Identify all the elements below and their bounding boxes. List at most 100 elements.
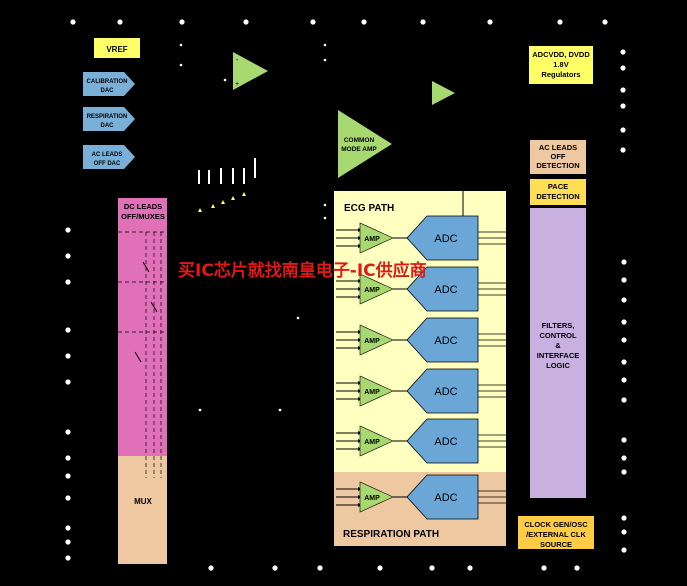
pin-dot bbox=[621, 377, 627, 383]
common-mode-amp-label-2: MODE AMP bbox=[341, 146, 377, 153]
respiration-dac-label-1: RESPIRATION bbox=[87, 114, 128, 120]
pin-dot bbox=[621, 469, 627, 475]
pace-label-1: PACE bbox=[548, 182, 568, 191]
pin-dot bbox=[65, 539, 71, 545]
dc-leads-label-1: DC LEADS bbox=[124, 202, 162, 211]
channel-3: AMP ADC bbox=[336, 317, 506, 363]
amp-label: AMP bbox=[364, 236, 380, 243]
pin-dot bbox=[65, 353, 71, 359]
node-dot bbox=[198, 408, 202, 412]
respiration-dac-label-2: DAC bbox=[101, 123, 115, 129]
svg-text:-: - bbox=[236, 57, 239, 64]
pin-dot bbox=[377, 565, 383, 571]
pin-dot bbox=[620, 65, 626, 71]
amp-triangle bbox=[359, 375, 394, 407]
ecg-path-label: ECG PATH bbox=[344, 203, 394, 214]
clock-label-2: /EXTERNAL CLK bbox=[526, 530, 586, 539]
amp-triangle bbox=[359, 425, 394, 457]
vref-label: VREF bbox=[106, 45, 127, 54]
node-dot bbox=[323, 216, 327, 220]
pin-dot bbox=[317, 565, 323, 571]
amp-label: AMP bbox=[364, 439, 380, 446]
pace-label-2: DETECTION bbox=[536, 192, 579, 201]
pin-dot bbox=[621, 277, 627, 283]
filters-label-4: INTERFACE bbox=[537, 351, 580, 360]
adc-label: ADC bbox=[434, 492, 457, 504]
pin-dot bbox=[65, 327, 71, 333]
pin-dot bbox=[117, 19, 123, 25]
node-dot bbox=[323, 58, 327, 62]
pin-dot bbox=[272, 565, 278, 571]
amp-label: AMP bbox=[364, 338, 380, 345]
adc-label: ADC bbox=[434, 436, 457, 448]
pin-dot bbox=[243, 19, 249, 25]
pin-dot bbox=[65, 495, 71, 501]
regulators-label-2: 1.8V bbox=[553, 60, 568, 69]
pin-dot bbox=[621, 337, 627, 343]
pin-dot bbox=[65, 279, 71, 285]
pin-dot bbox=[179, 19, 185, 25]
pin-dot bbox=[621, 437, 627, 443]
svg-text:+: + bbox=[235, 81, 239, 88]
watermark-text: 买IC芯片就找南皇电子-IC供应商 bbox=[178, 260, 427, 281]
pin-dot bbox=[65, 525, 71, 531]
dc-leads-label-2: OFF/MUXES bbox=[121, 212, 165, 221]
ac-leads-off-dac-block: AC LEADS OFF DAC bbox=[83, 145, 135, 169]
ac-detect-label-2: OFF bbox=[551, 152, 566, 161]
node-dot bbox=[296, 316, 300, 320]
adc-label: ADC bbox=[434, 335, 457, 347]
amp-triangle bbox=[359, 273, 394, 305]
pin-dot bbox=[621, 547, 627, 553]
dc-leads-off-block: DC LEADS OFF/MUXES bbox=[118, 198, 167, 456]
regulators-label-1: ADCVDD, DVDD bbox=[532, 50, 590, 59]
pin-dot bbox=[65, 455, 71, 461]
filters-label-3: & bbox=[555, 341, 561, 350]
ac-leads-off-dac-label-1: AC LEADS bbox=[92, 152, 123, 158]
respiration-dac-block: RESPIRATION DAC bbox=[83, 107, 135, 131]
pin-dot bbox=[208, 565, 214, 571]
pin-dot bbox=[574, 565, 580, 571]
pin-dot bbox=[65, 379, 71, 385]
node-dot bbox=[179, 63, 183, 67]
node-dot bbox=[323, 43, 327, 47]
filters-control-block: FILTERS, CONTROL & INTERFACE LOGIC bbox=[530, 208, 586, 498]
pin-dot bbox=[467, 565, 473, 571]
pin-dot bbox=[621, 455, 627, 461]
pin-dot bbox=[620, 103, 626, 109]
buffer-amp-triangle bbox=[233, 52, 268, 90]
mux-label: MUX bbox=[134, 497, 152, 506]
pin-dot bbox=[420, 19, 426, 25]
pin-dots bbox=[65, 19, 627, 571]
pin-dot bbox=[621, 297, 627, 303]
amp-label: AMP bbox=[364, 389, 380, 396]
pin-dot bbox=[621, 259, 627, 265]
node-dot bbox=[323, 203, 327, 207]
pin-dot bbox=[541, 565, 547, 571]
pin-dot bbox=[487, 19, 493, 25]
pin-dot bbox=[620, 87, 626, 93]
node-dot bbox=[179, 43, 183, 47]
pin-dot bbox=[620, 49, 626, 55]
pin-dot bbox=[621, 515, 627, 521]
calibration-dac-block: CALIBRATION DAC bbox=[83, 72, 135, 96]
channel-6: AMP ADC bbox=[336, 474, 506, 520]
regulators-label-3: Regulators bbox=[541, 70, 580, 79]
amp-triangle bbox=[359, 324, 394, 356]
amp-label: AMP bbox=[364, 495, 380, 502]
node-dot bbox=[223, 78, 227, 82]
pin-dot bbox=[65, 253, 71, 259]
pin-dot bbox=[621, 359, 627, 365]
ac-detect-label-1: AC LEADS bbox=[539, 143, 577, 152]
pin-dot bbox=[310, 19, 316, 25]
common-mode-amp-block: COMMON MODE AMP bbox=[338, 110, 392, 178]
pin-dot bbox=[621, 319, 627, 325]
pin-dot bbox=[70, 19, 76, 25]
pin-dot bbox=[65, 227, 71, 233]
ac-leads-off-dac-label-2: OFF DAC bbox=[94, 161, 121, 167]
adc-label: ADC bbox=[434, 386, 457, 398]
small-amp-triangle bbox=[432, 81, 455, 105]
